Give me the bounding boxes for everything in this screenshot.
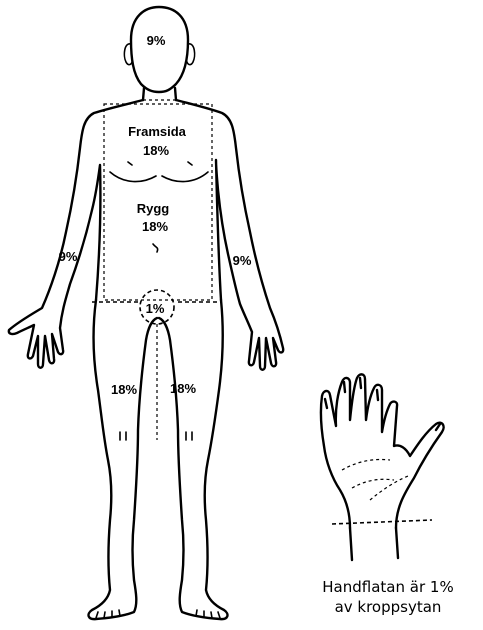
caption-line-1: Handflatan är 1% — [322, 578, 453, 596]
right-side-outline — [9, 100, 143, 368]
right-arm-label: 9% — [59, 249, 78, 264]
wrist-line — [332, 520, 432, 524]
caption-line-2: av kroppsytan — [335, 598, 442, 616]
wrist-stub — [350, 528, 398, 560]
body-figure: 9% Framsida 18% Rygg 18% 9% 9% 1% 18% 18… — [9, 7, 283, 619]
left-leg-label: 18% — [170, 381, 196, 396]
palm-illustration — [321, 374, 444, 560]
right-leg-outline — [89, 300, 157, 619]
chest-lines — [110, 172, 208, 182]
back-label: Rygg — [137, 201, 170, 216]
knee-marks — [120, 432, 192, 440]
nipples — [128, 162, 192, 165]
hand-outline — [321, 374, 444, 528]
left-leg-outline — [159, 300, 227, 619]
head-label: 9% — [147, 33, 166, 48]
head-outline — [131, 7, 188, 92]
left-side-outline — [176, 100, 283, 370]
navel — [153, 244, 158, 252]
palm-creases — [342, 459, 408, 500]
right-leg-label: 18% — [111, 382, 137, 397]
left-arm-label: 9% — [233, 253, 252, 268]
front-label: Framsida — [128, 124, 187, 139]
genitals-label: 1% — [146, 301, 165, 316]
palm-caption: Handflatan är 1% av kroppsytan — [322, 578, 453, 616]
front-percent-label: 18% — [143, 143, 169, 158]
back-percent-label: 18% — [142, 219, 168, 234]
